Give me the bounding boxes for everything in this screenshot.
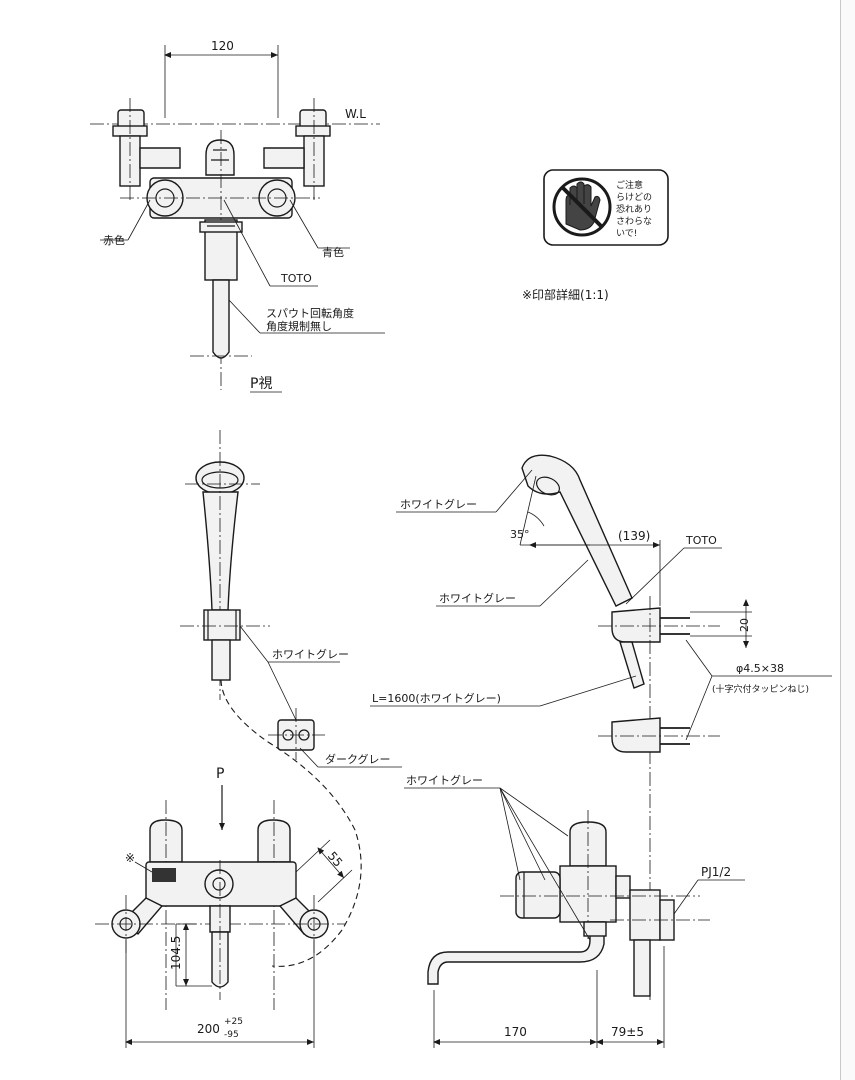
toto-right-label: TOTO	[685, 534, 717, 547]
white-gray-label-2: ホワイトグレー	[400, 497, 477, 511]
badge-text-line4: さわらな	[616, 216, 652, 227]
white-gray-label-4: ホワイトグレー	[406, 773, 483, 787]
toto-top-label: TOTO	[280, 272, 312, 285]
front-view: P ※ 55	[95, 766, 353, 1048]
dim-104-5-label: 104.5	[169, 936, 183, 970]
blue-label: 青色	[322, 245, 344, 259]
white-gray-label-3: ホワイトグレー	[439, 591, 516, 605]
badge-text-line2: らけどの	[616, 192, 652, 203]
page-frame	[840, 0, 855, 1080]
asterisk-label: ※	[125, 851, 135, 865]
pj-label: PJ1/2	[701, 865, 731, 879]
screw-note-label: (十字穴付タッピンねじ)	[712, 683, 809, 695]
red-label: 赤色	[103, 233, 125, 247]
arrow-p-label: P	[216, 766, 224, 782]
dim-55-label: 55	[325, 849, 346, 870]
dim-170-label: 170	[504, 1025, 527, 1039]
dim-200-tol-minus: -95	[224, 1030, 239, 1040]
left-inlet-elbow	[112, 98, 181, 200]
screw-spec-label: φ4.5×38	[736, 662, 784, 675]
dim-79-label: 79±5	[611, 1025, 644, 1039]
p-view-label: P視	[250, 376, 272, 392]
faucet-side-view: ホワイトグレー PJ1/2 170 79±5	[404, 773, 745, 1048]
badge-text-line5: いで!	[616, 229, 637, 239]
dim-120-label: 120	[211, 39, 234, 53]
warning-badge: ご注意 らけどの 恐れあり さわらな いで! ※印部詳細(1:1)	[522, 169, 669, 302]
spout-note-line2: 角度規制無し	[266, 319, 332, 333]
hose-label: L=1600(ホワイトグレー)	[372, 691, 501, 705]
detail-caption: ※印部詳細(1:1)	[522, 287, 609, 302]
badge-text-line3: 恐れあり	[616, 204, 652, 215]
badge-text-line1: ご注意	[616, 179, 643, 191]
dark-gray-label: ダークグレー	[325, 752, 391, 766]
shower-front-view: ホワイトグレー ダークグレー	[180, 430, 402, 967]
shower-side-view: 20 35° (139) ホワイトグレー TOTO ホワイトグレー φ4.5×3…	[370, 454, 832, 1000]
dim-200-label: 200	[197, 1022, 220, 1036]
white-gray-label-1: ホワイトグレー	[272, 647, 349, 661]
water-line-label: W.L	[345, 107, 366, 121]
dim-200-tol-plus: +25	[224, 1017, 243, 1027]
top-view: 120 W.L	[90, 39, 385, 393]
angle-35-label: 35°	[510, 528, 530, 541]
spout-note-line1: スパウト回転角度	[266, 306, 354, 320]
dim-20-label: 20	[738, 618, 751, 632]
dim-139-label: (139)	[618, 529, 650, 543]
right-inlet-elbow	[263, 98, 331, 200]
